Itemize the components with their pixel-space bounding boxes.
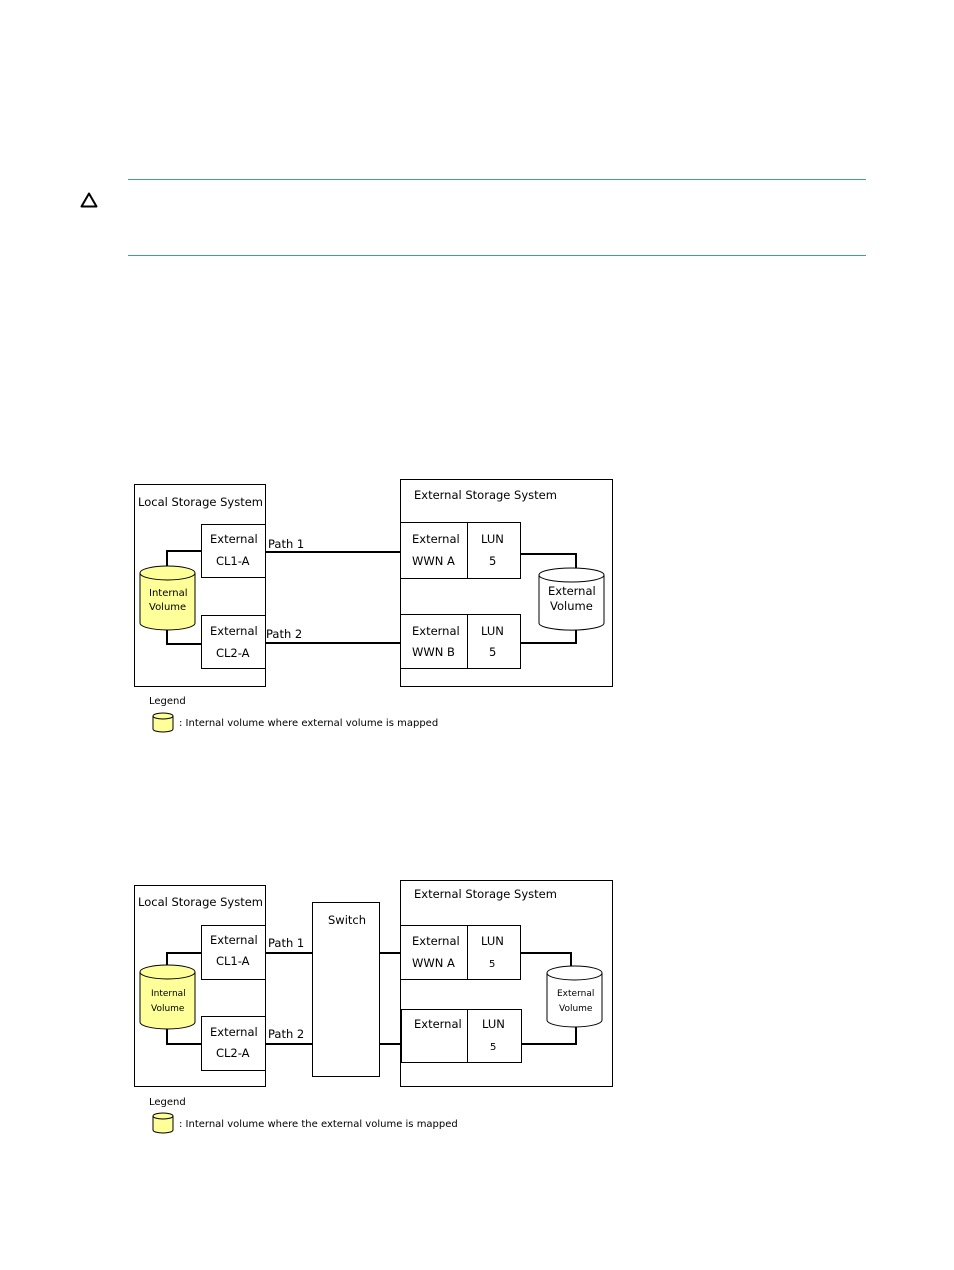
target-port-b-lun: 5 (490, 1042, 496, 1053)
port-cl2a-name: External (210, 624, 258, 638)
path-1-label: Path 1 (268, 936, 304, 950)
internal-volume-connector-top (166, 952, 201, 968)
target-port-a-box (400, 522, 521, 579)
local-storage-title: Local Storage System (138, 495, 263, 509)
target-port-a-wwn: WWN A (412, 956, 455, 970)
port-cl1a-name: External (210, 933, 258, 947)
target-port-a-lun-label: LUN (481, 934, 504, 948)
switch-box (312, 902, 380, 1077)
port-cl1a-id: CL1-A (216, 954, 250, 968)
target-port-a-name: External (412, 532, 460, 546)
port-cl1a-name: External (210, 532, 258, 546)
external-volume-label-1: External (557, 989, 594, 999)
port-cl1a-id: CL1-A (216, 554, 250, 568)
external-volume-connector-top (521, 553, 577, 570)
target-port-a-lun: 5 (489, 959, 495, 970)
external-volume-connector-top (521, 952, 572, 970)
external-volume-connector-bottom (521, 627, 577, 644)
internal-volume-cylinder (139, 964, 196, 1030)
port-cl2a-box (201, 1016, 266, 1071)
target-port-b-box (401, 1009, 522, 1063)
path-1-label: Path 1 (268, 537, 304, 551)
target-port-b-wwn: WWN B (412, 645, 455, 659)
legend-volume-icon (152, 1112, 174, 1134)
target-port-a-wwn: WWN A (412, 554, 455, 568)
port-cl2a-id: CL2-A (216, 1046, 250, 1060)
path-2-label: Path 2 (268, 1027, 304, 1041)
internal-volume-label-1: Internal (149, 588, 188, 599)
legend-text: : Internal volume where the external vol… (179, 1119, 458, 1130)
target-port-b-lun-label: LUN (481, 624, 504, 638)
caution-top-rule (128, 179, 866, 180)
port-cl2a-name: External (210, 1025, 258, 1039)
target-port-a-lun-label: LUN (481, 532, 504, 546)
target-port-b-lun-label: LUN (482, 1017, 505, 1031)
internal-volume-cylinder (139, 565, 196, 631)
external-volume-label-1: External (548, 584, 596, 598)
external-volume-label-2: Volume (559, 1004, 593, 1014)
target-port-a-name: External (412, 934, 460, 948)
port-cl2a-box (201, 615, 266, 669)
target-port-b-lun: 5 (489, 645, 496, 659)
switch-label: Switch (328, 913, 366, 927)
external-volume-label-2: Volume (550, 599, 593, 613)
diagram-switch-paths: Local Storage System External Storage Sy… (134, 880, 613, 1134)
local-storage-title: Local Storage System (138, 895, 263, 909)
target-port-b-name: External (414, 1017, 462, 1031)
port-cl1a-box (201, 524, 266, 578)
path-2-label: Path 2 (266, 627, 302, 641)
internal-volume-label-2: Volume (151, 1004, 185, 1014)
external-storage-title: External Storage System (414, 887, 557, 901)
target-port-b-name: External (412, 624, 460, 638)
port-cl2a-id: CL2-A (216, 646, 250, 660)
external-storage-title: External Storage System (414, 488, 557, 502)
target-port-a-lun: 5 (489, 554, 496, 568)
internal-volume-connector-top (166, 550, 201, 567)
external-volume-connector-bottom (522, 1026, 577, 1045)
external-volume-cylinder (546, 965, 603, 1028)
legend-volume-icon (152, 712, 174, 733)
legend-title: Legend (149, 696, 186, 707)
internal-volume-connector-bottom (166, 628, 201, 645)
legend-title: Legend (149, 1097, 186, 1108)
port-cl1a-box (201, 925, 266, 980)
caution-triangle-icon (80, 192, 98, 208)
target-port-b-box (400, 614, 521, 669)
caution-bottom-rule (128, 255, 866, 256)
legend-text: : Internal volume where external volume … (179, 718, 438, 729)
internal-volume-label-1: Internal (151, 989, 186, 999)
target-port-a-box (400, 925, 521, 980)
internal-volume-connector-bottom (166, 1028, 201, 1045)
diagram-direct-paths: Local Storage System External Storage Sy… (134, 479, 613, 733)
internal-volume-label-2: Volume (149, 602, 186, 613)
external-volume-cylinder (538, 567, 605, 631)
